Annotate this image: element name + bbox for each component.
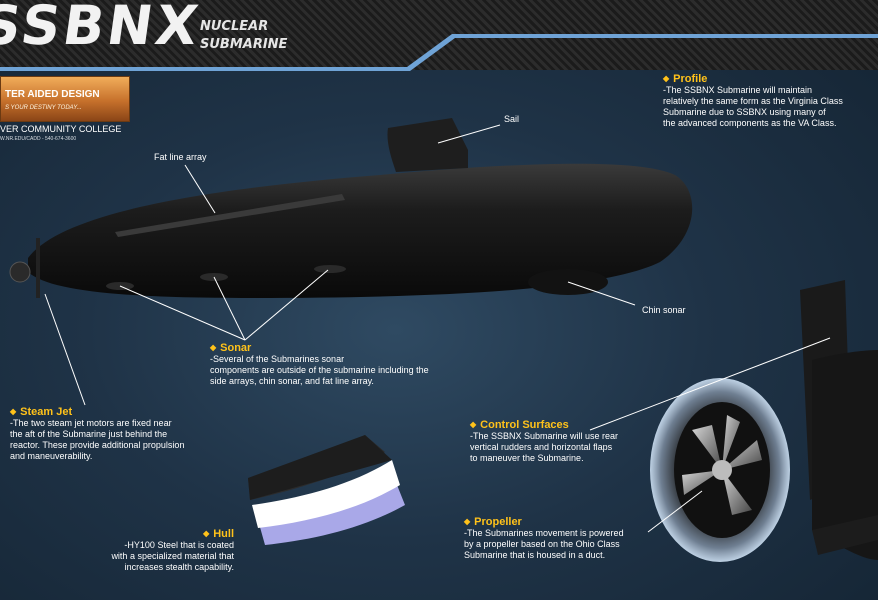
section-propeller: ◆Propeller -The Submarines movement is p…: [464, 516, 624, 561]
sonar-line: -Several of the Submarines sonar: [210, 354, 345, 364]
fat-line-array-shape: [115, 194, 345, 237]
diamond-icon: ◆: [470, 420, 477, 429]
stern-rudder-shape: [36, 238, 40, 298]
college-contact: W.NR.EDU/CADD - 540-674-3600: [0, 136, 77, 142]
hull-heading: Hull: [213, 528, 234, 540]
callout-fat-line-array: Fat line array: [154, 152, 207, 162]
propeller-line: -The Submarines movement is powered: [464, 528, 624, 538]
subtitle-line-1: NUCLEAR: [200, 19, 269, 34]
steam-jet-line: reactor. These provide additional propul…: [10, 440, 185, 450]
section-sonar: ◆Sonar -Several of the Submarines sonar …: [210, 342, 429, 387]
section-control-surfaces: ◆Control Surfaces -The SSBNX Submarine w…: [470, 419, 618, 464]
control-surfaces-heading: Control Surfaces: [480, 419, 569, 431]
diamond-icon: ◆: [10, 407, 17, 416]
sonar-line: side arrays, chin sonar, and fat line ar…: [210, 376, 374, 386]
page-subtitle: NUCLEAR SUBMARINE: [200, 18, 287, 54]
aft-hull-detail: [812, 350, 878, 560]
section-hull: ◆Hull -HY100 Steel that is coated with a…: [100, 528, 234, 573]
steam-jet-line: the aft of the Submarine just behind the: [10, 429, 168, 439]
steam-jet-line: -The two steam jet motors are fixed near: [10, 418, 172, 428]
diamond-icon: ◆: [464, 517, 471, 526]
sonar-heading: Sonar: [220, 342, 252, 354]
hull-body: [28, 163, 693, 298]
sail-shape: [387, 118, 468, 172]
control-surfaces-line: to maneuver the Submarine.: [470, 453, 584, 463]
cad-logo: TER AIDED DESIGN S YOUR DESTINY TODAY...: [0, 76, 130, 122]
stern-propeller-shape: [9, 261, 31, 283]
college-name: VER COMMUNITY COLLEGE: [0, 124, 122, 134]
profile-line: relatively the same form as the Virginia…: [663, 96, 843, 106]
horizontal-flap-shape: [812, 515, 878, 555]
hull-line: -HY100 Steel that is coated: [124, 540, 234, 550]
control-surfaces-line: vertical rudders and horizontal flaps: [470, 442, 613, 452]
callout-chin-sonar: Chin sonar: [642, 305, 686, 315]
hull-sample-face: [248, 435, 392, 500]
hull-line: increases stealth capability.: [124, 562, 234, 572]
diamond-icon: ◆: [663, 74, 670, 83]
callout-sail: Sail: [504, 114, 520, 124]
diamond-icon: ◆: [203, 529, 210, 538]
steam-jet-heading: Steam Jet: [20, 406, 73, 418]
leader-lines: [44, 124, 831, 533]
propeller-line: by a propeller based on the Ohio Class: [464, 539, 620, 549]
logo-tagline: S YOUR DESTINY TODAY...: [5, 105, 82, 111]
section-steam-jet: ◆Steam Jet -The two steam jet motors are…: [10, 406, 184, 462]
profile-line: Submarine due to SSBNX using many of: [663, 107, 826, 117]
logo-text: TER AIDED DESIGN: [5, 89, 100, 100]
section-profile: ◆Profile -The SSBNX Submarine will maint…: [663, 73, 843, 129]
sonar-pad-3: [314, 265, 346, 273]
profile-heading: Profile: [673, 73, 708, 85]
diamond-icon: ◆: [210, 343, 217, 352]
profile-line: -The SSBNX Submarine will maintain: [663, 85, 813, 95]
hull-steel-layer: [252, 460, 400, 528]
header-accent-stripe: [0, 34, 878, 71]
steam-jet-line: and maneuverability.: [10, 451, 93, 461]
profile-line: the advanced components as the VA Class.: [663, 118, 837, 128]
control-surfaces-line: -The SSBNX Submarine will use rear: [470, 431, 619, 441]
hull-line: with a specialized material that: [111, 551, 234, 561]
propeller-blades: [682, 415, 762, 515]
propeller-heading: Propeller: [474, 516, 522, 528]
propeller-line: Submarine that is housed in a duct.: [464, 550, 606, 560]
subtitle-line-2: SUBMARINE: [200, 37, 288, 52]
sonar-line: components are outside of the submarine …: [210, 365, 429, 375]
